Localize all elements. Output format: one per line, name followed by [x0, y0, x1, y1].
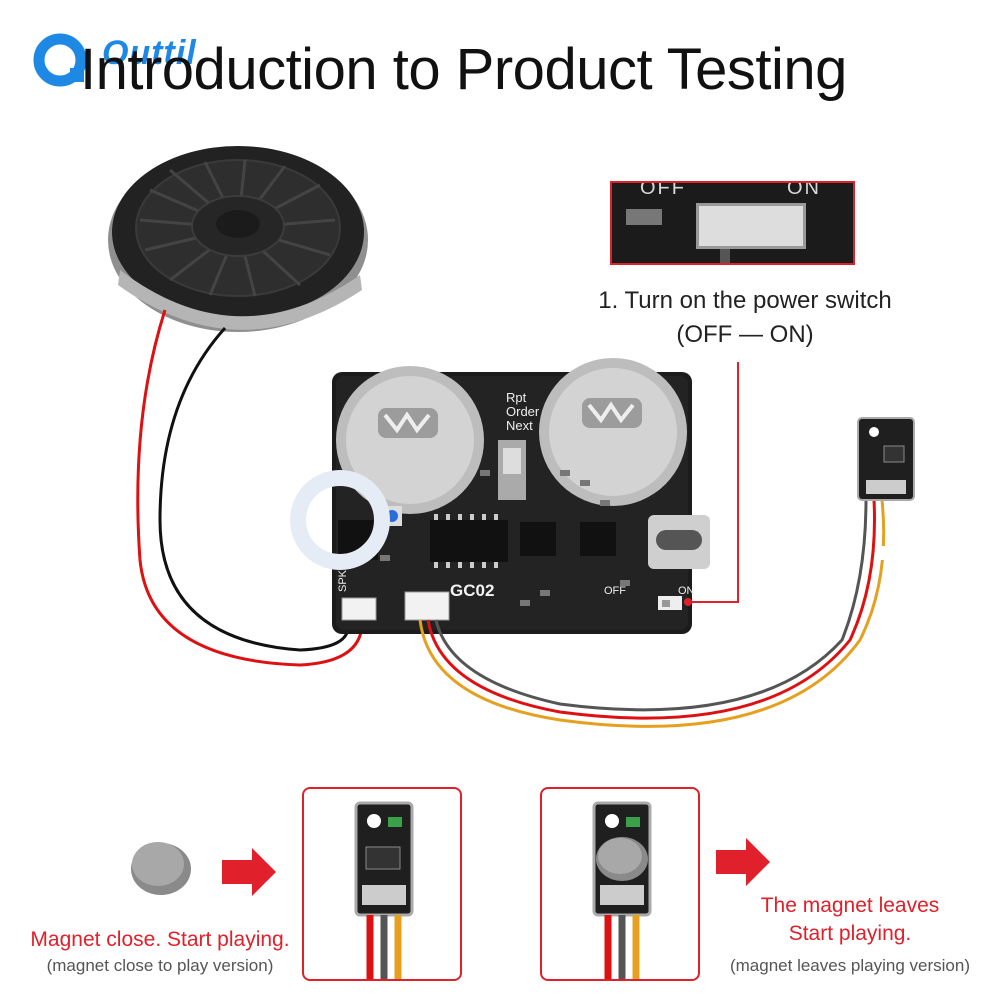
caption-magnet-close: Magnet close. Start playing. (magnet clo…	[10, 926, 310, 978]
pcb-model-label: GC02	[450, 581, 494, 600]
caption-leave-title-2: Start playing.	[788, 922, 912, 945]
sensor-panel-close	[302, 787, 462, 981]
sensor-panel-leave	[540, 787, 700, 981]
inset-resistor	[626, 209, 662, 225]
pcb-label-next: Next	[506, 418, 533, 433]
watermark-ring	[290, 470, 390, 570]
inset-off-label: OFF	[640, 181, 686, 199]
arrow-right-icon	[716, 838, 770, 886]
sensor-wires	[418, 499, 886, 728]
caption-leave-sub: (magnet leaves playing version)	[729, 956, 970, 975]
page-title: Introduction to Product Testing	[80, 37, 847, 102]
pcb-label-order: Order	[506, 404, 540, 419]
caption-leave-title-1: The magnet leaves	[760, 894, 940, 917]
step-1-instruction: 1. Turn on the power switch (OFF — ON)	[560, 284, 930, 352]
speaker	[108, 146, 368, 332]
inset-pin	[720, 249, 730, 263]
pointer-dot	[684, 598, 692, 606]
switch-zoom-inset: OFF ON	[610, 181, 855, 265]
pcb-label-spk: SPK	[337, 569, 349, 592]
arrow-right-icon	[222, 848, 276, 896]
pointer-line	[684, 362, 739, 603]
brand-ring-icon	[33, 33, 87, 87]
caption-close-sub: (magnet close to play version)	[46, 956, 274, 975]
hall-sensor-with-magnet	[592, 801, 652, 979]
caption-magnet-leave: The magnet leaves Start playing. (magnet…	[700, 892, 1000, 978]
caption-close-title: Magnet close. Start playing.	[30, 928, 290, 951]
step-1-subtitle: (OFF — ON)	[676, 321, 814, 348]
brand-logo: Outtil	[30, 30, 220, 90]
magnet-disc	[131, 842, 191, 895]
inset-on-label: ON	[787, 181, 821, 199]
pcb-board	[332, 358, 710, 634]
inset-switch-body	[696, 203, 806, 249]
step-1-title: 1. Turn on the power switch	[598, 287, 892, 314]
pcb-label-on: ON	[678, 585, 695, 597]
hall-sensor	[857, 417, 915, 560]
speaker-wires	[136, 309, 364, 667]
pcb-label-off: OFF	[604, 585, 626, 597]
pcb-label-rpt: Rpt	[506, 390, 527, 405]
brand-name: Outtil	[102, 34, 197, 72]
hall-sensor-closeup	[354, 801, 414, 979]
